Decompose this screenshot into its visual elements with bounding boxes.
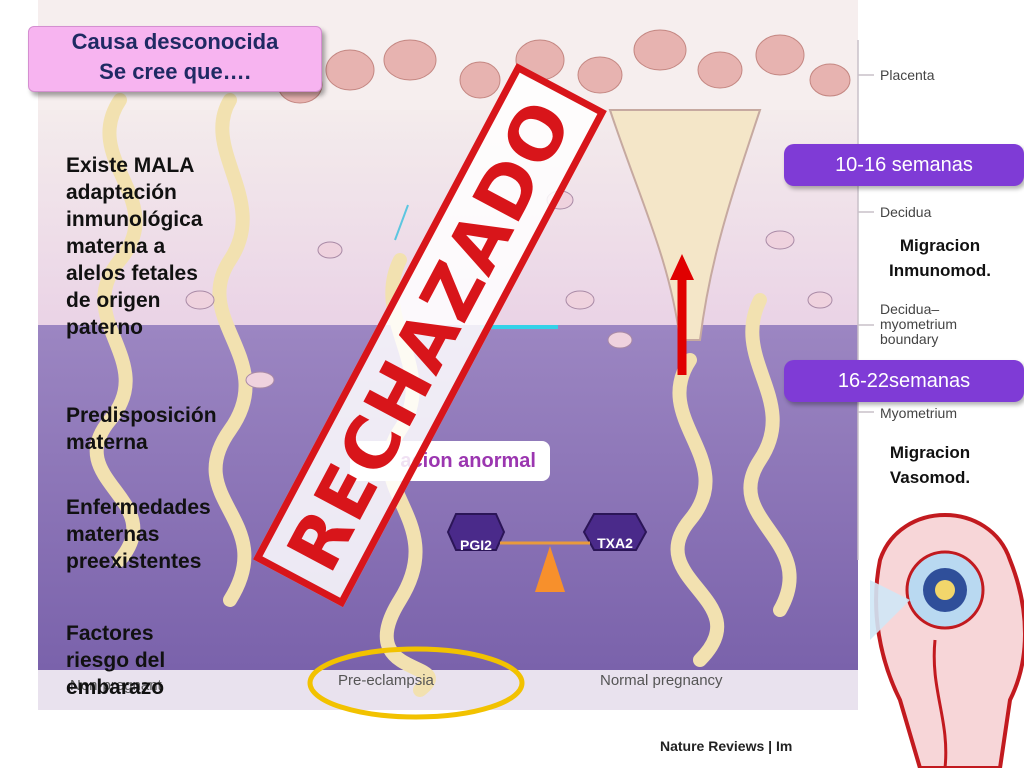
uterus-diagram [870, 513, 1024, 768]
rejected-stamp-text: RECHAZADO [252, 62, 608, 608]
decidua-label: Decidua [880, 204, 932, 220]
pre-eclampsia-label: Pre-eclampsia [338, 672, 435, 689]
remodeled-artery [608, 109, 762, 341]
title-line-2: Se cree que…. [99, 59, 251, 84]
credit-bar [600, 720, 870, 768]
txa2-label: TXA2 [597, 535, 633, 551]
week-pill-second: 16-22semanas [784, 360, 1024, 402]
balance-scale: PGI2 TXA2 [446, 513, 648, 592]
week-pill-first: 10-16 semanas [784, 144, 1024, 186]
list-item-risk-factors: Factores riesgo del embarazo [66, 622, 166, 699]
migration-immunomod: Migracion Inmunomod. [870, 233, 1010, 283]
title-box: Causa desconocida Se cree que…. [28, 26, 322, 92]
credit-text: Nature Reviews | Im [660, 738, 792, 754]
boundary-label: Decidua– myometrium boundary [880, 301, 961, 347]
title-line-1: Causa desconocida [71, 29, 279, 54]
rejected-stamp: RECHAZADO [252, 62, 608, 608]
boundary-label-line2: myometrium [880, 316, 957, 332]
list-item-immunological: Existe MALA adaptación inmunológica mate… [66, 154, 203, 339]
bottom-layer [38, 670, 858, 710]
normal-pregnancy-label: Normal pregnancy [600, 672, 723, 689]
myometrium-label: Myometrium [880, 405, 957, 421]
spiral-arteries [89, 93, 797, 697]
anatomy-brackets [857, 40, 874, 560]
non-pregnant-label: Non-pregnant [70, 677, 163, 694]
cyan-arrow [394, 204, 409, 241]
pgi2-label: PGI2 [460, 537, 492, 553]
list-item-diseases: Enfermedades maternas preexistentes [66, 496, 211, 573]
pgi2-hexagon [446, 513, 506, 551]
boundary-label-line3: boundary [880, 331, 938, 347]
red-arrow-head [670, 254, 694, 280]
highlight-ellipse [307, 646, 525, 720]
boundary-label-line1: Decidua– [880, 301, 939, 317]
migration-vasomod: Migracion Vasomod. [860, 440, 1000, 492]
txa2-hexagon [582, 513, 648, 551]
balance-fulcrum [535, 546, 565, 592]
list-item-predisposition: Predisposición materna [66, 404, 217, 454]
placenta-label: Placenta [880, 67, 935, 83]
